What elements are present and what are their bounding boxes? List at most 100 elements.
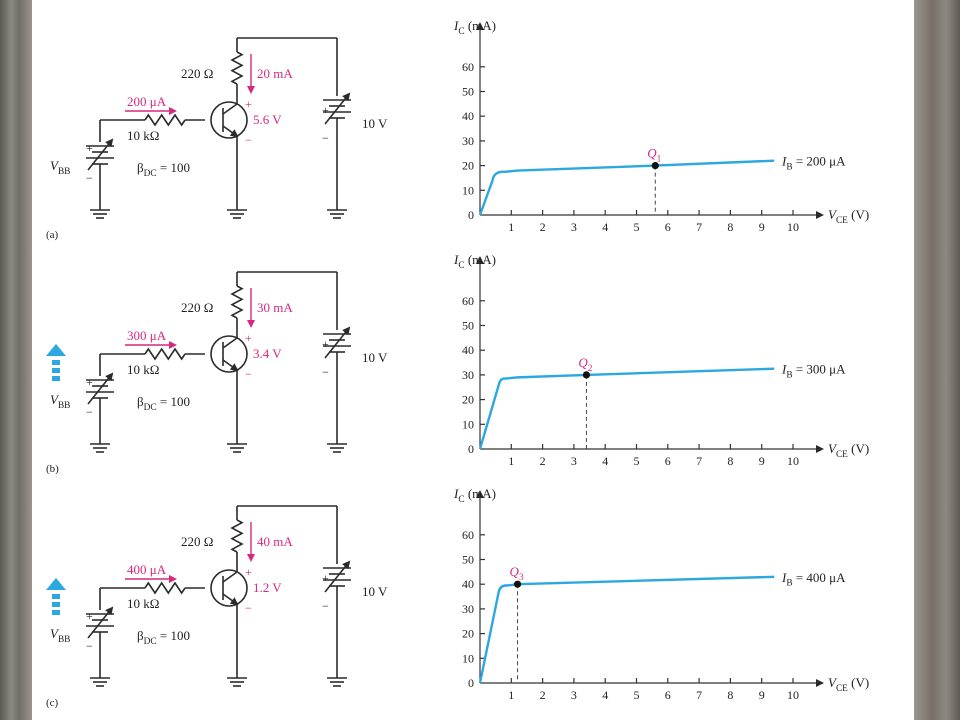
curve-label: IB = 300 μA (781, 362, 846, 381)
collector-resistor-label: 220 Ω (181, 66, 213, 81)
transistor-emitter (222, 593, 239, 606)
x-axis-label: VCE (V) (828, 675, 869, 694)
vbb-source-variable-arrow (87, 138, 114, 171)
vcc-minus: − (322, 365, 329, 379)
y-tick-label: 60 (462, 60, 474, 74)
x-axis-label: VCE (V) (828, 441, 869, 460)
q-point-label: Q2 (578, 355, 592, 374)
x-tick-label: 7 (696, 688, 702, 702)
x-tick-label: 10 (787, 688, 799, 702)
beta-label: βDC = 100 (137, 394, 190, 413)
collector-current-label: 20 mA (257, 66, 293, 81)
x-tick-label: 5 (634, 688, 640, 702)
y-axis-label: IC (mA) (453, 18, 496, 37)
increase-arrow-dash-2 (52, 602, 60, 607)
base-current-label: 200 μA (127, 94, 167, 109)
vce-label: 5.6 V (253, 112, 282, 127)
left-backdrop (0, 0, 32, 720)
y-tick-label: 0 (468, 208, 474, 222)
vcc-minus: − (322, 599, 329, 613)
vce-minus: − (245, 601, 252, 615)
y-tick-label: 0 (468, 442, 474, 456)
y-tick-label: 40 (462, 109, 474, 123)
y-tick-label: 40 (462, 343, 474, 357)
vcc-plus: + (322, 571, 329, 585)
base-current-label: 300 μA (127, 328, 167, 343)
increase-arrow-dash-1 (52, 594, 60, 599)
vcc-source-variable-arrow (324, 560, 351, 593)
characteristic-curve (478, 367, 775, 450)
panel-label: (b) (46, 463, 59, 475)
vcc-minus: − (322, 131, 329, 145)
vce-plus: + (245, 331, 252, 345)
y-tick-label: 50 (462, 319, 474, 333)
q-point-marker (513, 580, 522, 588)
vce-label: 3.4 V (253, 346, 282, 361)
q-point-marker (582, 371, 591, 379)
vcc-label: 10 V (362, 584, 388, 599)
y-tick-label: 10 (462, 183, 474, 197)
y-axis-label: IC (mA) (453, 486, 496, 505)
increase-arrow-dash-2 (52, 368, 60, 373)
y-tick-label: 20 (462, 159, 474, 173)
collector-current-label: 40 mA (257, 534, 293, 549)
x-tick-label: 4 (602, 688, 608, 702)
base-resistor-label: 10 kΩ (127, 362, 159, 377)
y-tick-label: 20 (462, 627, 474, 641)
x-tick-label: 3 (571, 454, 577, 468)
base-resistor (144, 347, 186, 361)
collector-current-label: 30 mA (257, 300, 293, 315)
transistor-body (210, 101, 248, 139)
x-tick-label: 2 (540, 688, 546, 702)
vbb-source-variable-arrow (87, 606, 114, 639)
increase-arrow (46, 578, 66, 615)
vcc-plus: + (322, 103, 329, 117)
x-tick-label: 4 (602, 454, 608, 468)
x-tick-label: 8 (727, 220, 733, 234)
x-tick-label: 1 (508, 454, 514, 468)
x-tick-label: 6 (665, 220, 671, 234)
base-resistor (144, 581, 186, 595)
vcc-plus: + (322, 337, 329, 351)
q-point-label: Q1 (647, 146, 661, 165)
base-current-label: 400 μA (127, 562, 167, 577)
vbb-label: VBB (50, 392, 70, 411)
y-tick-label: 50 (462, 553, 474, 567)
curve-label: IB = 200 μA (781, 154, 846, 173)
y-tick-label: 60 (462, 294, 474, 308)
vbb-source-variable-arrow (87, 372, 114, 405)
y-tick-label: 10 (462, 651, 474, 665)
right-backdrop (914, 0, 960, 720)
collector-resistor (230, 519, 244, 553)
x-tick-label: 1 (508, 688, 514, 702)
collector-resistor (230, 285, 244, 319)
characteristic-curve (478, 575, 775, 684)
y-tick-label: 50 (462, 85, 474, 99)
vcc-source-variable-arrow (324, 326, 351, 359)
beta-label: βDC = 100 (137, 628, 190, 647)
x-tick-label: 1 (508, 220, 514, 234)
transistor-emitter (222, 359, 239, 372)
x-tick-label: 3 (571, 688, 577, 702)
vcc-label: 10 V (362, 350, 388, 365)
collector-resistor-label: 220 Ω (181, 300, 213, 315)
vbb-label: VBB (50, 158, 70, 177)
increase-arrow (46, 344, 66, 381)
panel-label: (c) (46, 697, 59, 709)
x-tick-label: 6 (665, 454, 671, 468)
y-tick-label: 30 (462, 134, 474, 148)
base-resistor-label: 10 kΩ (127, 128, 159, 143)
vbb-plus: + (86, 141, 93, 155)
x-tick-label: 10 (787, 454, 799, 468)
collector-resistor-label: 220 Ω (181, 534, 213, 549)
x-tick-label: 7 (696, 454, 702, 468)
x-tick-label: 9 (759, 454, 765, 468)
vbb-label: VBB (50, 626, 70, 645)
